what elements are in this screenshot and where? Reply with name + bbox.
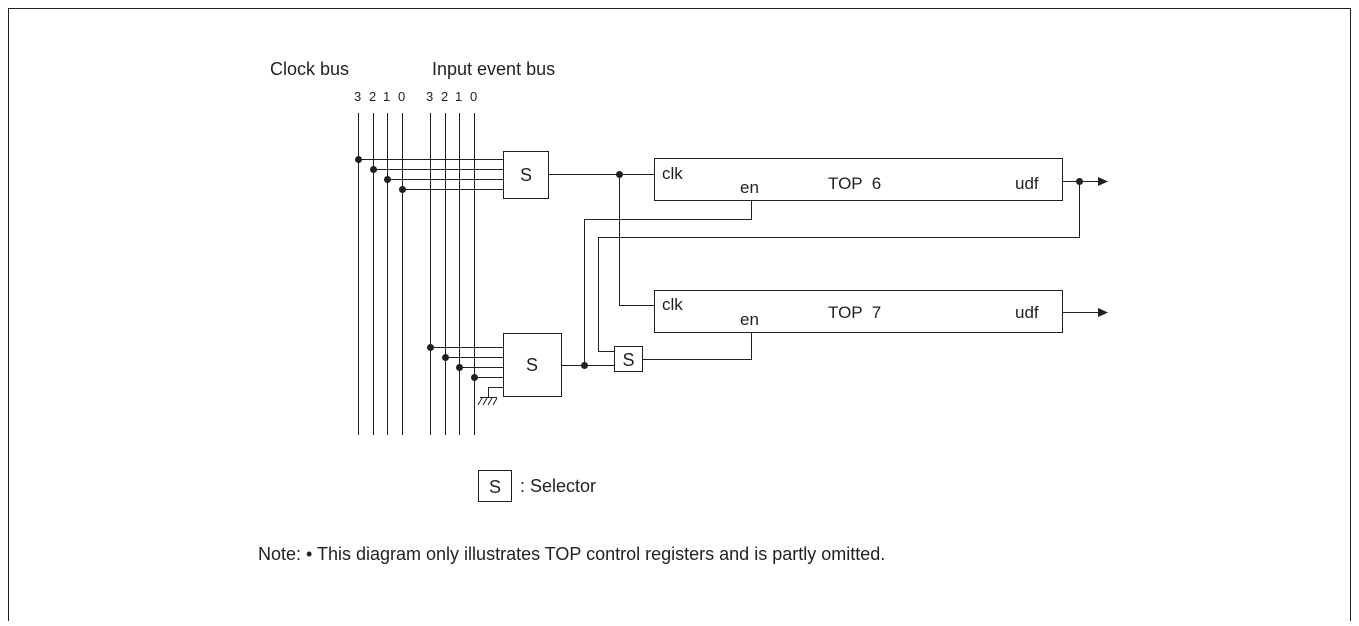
top7-udf-output	[1062, 308, 1108, 317]
legend-selector-text: : Selector	[520, 476, 596, 496]
top6-udf-label: udf	[1015, 174, 1039, 193]
clock-bit-0: 0	[398, 89, 405, 104]
top7-en-label: en	[740, 310, 759, 329]
top7-block	[654, 290, 1063, 333]
event-selector-label: S	[526, 355, 538, 375]
top6-name: TOP 6	[828, 174, 881, 193]
legend-selector-box	[478, 470, 512, 502]
top6-output-arrow	[1098, 177, 1108, 186]
top7-clk-label: clk	[662, 295, 683, 314]
clock-bit-1: 1	[383, 89, 390, 104]
event-select-wires	[561, 201, 752, 369]
input-bit-3: 3	[426, 89, 433, 104]
input-bit-2: 2	[441, 89, 448, 104]
input-event-bus-lines	[430, 113, 475, 435]
clock-bus-taps	[355, 156, 503, 193]
top6-clk-label: clk	[662, 164, 683, 183]
diagram-note: Note: • This diagram only illustrates TO…	[258, 544, 885, 564]
top7-enable-wire	[642, 333, 752, 360]
top7-name: TOP 7	[828, 303, 881, 322]
clock-bit-3: 3	[354, 89, 361, 104]
top6-block	[654, 158, 1063, 201]
input-event-bus-label: Input event bus	[432, 59, 555, 79]
clock-select-wires	[548, 171, 654, 306]
top7-udf-label: udf	[1015, 303, 1039, 322]
clock-bus-lines	[358, 113, 403, 435]
clock-selector-label: S	[520, 165, 532, 185]
input-bit-0: 0	[470, 89, 477, 104]
top6-en-label: en	[740, 178, 759, 197]
input-bit-1: 1	[455, 89, 462, 104]
diagram-border	[8, 8, 1351, 621]
legend-selector-symbol: S	[489, 477, 501, 497]
top6-udf-output	[598, 177, 1108, 352]
top7-output-arrow	[1098, 308, 1108, 317]
enable-selector-label: S	[622, 350, 634, 370]
clock-bit-2: 2	[369, 89, 376, 104]
clock-bus-label: Clock bus	[270, 59, 349, 79]
event-selector-box	[503, 333, 562, 397]
ground-icon	[477, 397, 498, 406]
input-bus-taps	[427, 344, 503, 397]
